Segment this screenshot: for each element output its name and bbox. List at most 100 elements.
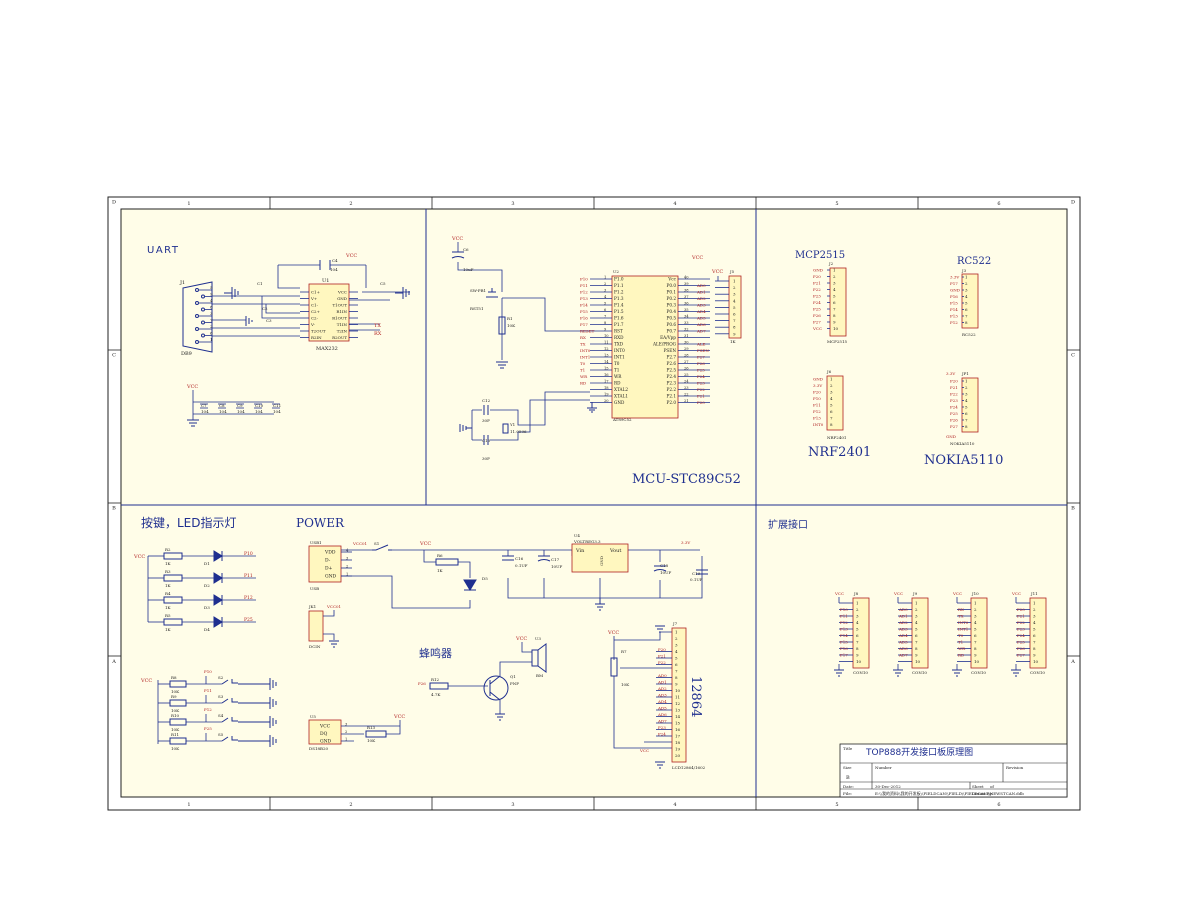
expansion-pin-number: 9 (915, 653, 918, 658)
usb-pin-number: 2 (346, 565, 348, 569)
xtal-value: 11.0596 (510, 429, 527, 434)
mcu-net-label: P15 (580, 309, 588, 314)
header-net-label: P22 (950, 392, 958, 397)
db9-pin (195, 301, 199, 305)
expansion-net-label: AD7 (898, 653, 908, 658)
header-net-label: P21 (950, 385, 958, 390)
lcd-pin-number: 20 (675, 753, 681, 758)
expansion-header-vcc: VCC (1011, 591, 1021, 596)
mcu-pin-name: T0 (614, 361, 620, 366)
header-pin-number: 2 (965, 385, 968, 390)
r6-body (435, 558, 459, 566)
expansion-net-label: P16 (840, 646, 848, 651)
expansion-pin-number: 6 (915, 633, 918, 638)
mcu-pin-name: XTAL2 (614, 387, 628, 392)
rc522-ref: J3 (961, 268, 967, 273)
db9-pin (195, 288, 199, 292)
mcu-net-label: INT1 (580, 355, 590, 360)
led-resistor-value: 1K (165, 583, 172, 588)
expansion-header-ref: J8 (853, 591, 859, 596)
mcu-net-label: TX (580, 342, 586, 347)
header-net-label: P20 (813, 390, 821, 395)
mcu-net-label: P25 (697, 368, 705, 373)
c2-label: C2 (262, 306, 268, 311)
expansion-net-label: P14 (840, 633, 848, 638)
header-net-label: P13 (950, 314, 958, 319)
header-pin-number: 3 (830, 390, 833, 395)
ground-icon (329, 640, 339, 648)
nrf-title: NRF2401 (808, 445, 871, 460)
expansion-headers: J8VCCCON1012P103P114P125P136P147P158P169… (834, 591, 1047, 677)
led-resistor-label: R4 (165, 591, 171, 596)
r12-value: 4.7K (431, 692, 441, 697)
expansion-pin-number: 3 (915, 614, 918, 619)
header-net-label: P12 (950, 320, 958, 325)
c17-value: 10UF (551, 564, 562, 569)
header-pin-number: 8 (830, 422, 833, 427)
expansion-pin-number: 7 (856, 640, 859, 645)
expansion-pin-number: 4 (915, 620, 918, 625)
mcu-pin-number: 31 (684, 334, 689, 338)
push-button-icon (221, 717, 258, 723)
expansion-pin-number: 8 (915, 646, 918, 651)
u1-ref: U1 (322, 278, 329, 284)
header-net-label: P20 (950, 379, 958, 384)
zone-col-label: 6 (997, 802, 1000, 808)
expansion-pin-number: 5 (856, 627, 859, 632)
zone-row-label: D (112, 200, 116, 206)
tb-file: E:\\我的资料\\我的开发板\\FIELDCAN\\FIELD\\FIELDC… (875, 790, 1024, 796)
pullup-resistor-label: R10 (171, 713, 180, 718)
lcd-net-label: AD0 (657, 673, 667, 678)
q1-legs (489, 675, 501, 701)
expansion-pin-number: 6 (856, 633, 859, 638)
expansion-pin-number: 3 (1033, 614, 1036, 619)
lcd-big-label: 12864 (688, 676, 703, 717)
mcu-pin-number: 18 (604, 386, 609, 390)
mcu-pin-number: 32 (684, 328, 689, 332)
header-net-label: P10 (813, 396, 821, 401)
tb-revision-label: Revision (1006, 765, 1024, 770)
expansion-net-label: P24 (1017, 633, 1025, 638)
btn-vcc: VCC (140, 678, 152, 684)
uart-vcc: VCC (345, 253, 357, 259)
j5-value: 1K (730, 339, 737, 344)
header-pin-number: 7 (965, 314, 968, 319)
max232-pin-name: C2- (311, 316, 319, 321)
max232-pin-name: GND (337, 296, 347, 301)
header-pin-number: 9 (833, 320, 836, 325)
lcd-pin-number: 14 (675, 714, 681, 719)
led-diode-label: D2 (204, 583, 210, 588)
lcd-pin-number: 3 (675, 643, 678, 648)
ground-icon (952, 669, 962, 677)
db9-pin-number: 9 (210, 292, 213, 297)
expansion-pin-number: 2 (915, 607, 918, 612)
ds18-body (308, 719, 342, 745)
expansion-pin-number: 8 (856, 646, 859, 651)
header-net-label: P20 (813, 274, 821, 279)
bypass-cap-label: C10 (255, 403, 264, 408)
db9-pin-number: 6 (210, 331, 213, 336)
nokia-ref: JP1 (961, 371, 969, 376)
header-net-label: P17 (950, 281, 958, 286)
max232-pin-name: T2OUT (311, 329, 326, 334)
mcu-net-label: RESET (580, 329, 595, 334)
db9-pin-number: 8 (210, 305, 213, 310)
c13-label: C13 (482, 438, 491, 443)
expansion-net-label: T0 (958, 633, 964, 638)
mcu-chip-label: AT89C52 (612, 417, 632, 422)
mcp-foot: MCP2515 (827, 339, 847, 344)
expansion-pin-number: 1 (1033, 601, 1036, 606)
r7-pot (610, 657, 618, 677)
bypass-cap-value: 104 (255, 409, 263, 414)
expansion-pin-number: 1 (856, 601, 859, 606)
expansion-net-label: P25 (1017, 640, 1025, 645)
expansion-pin-number: 8 (974, 646, 977, 651)
mcu-pin-number: 1 (604, 276, 606, 280)
ground-icon (587, 402, 597, 413)
db9-pin (195, 340, 199, 344)
button-net-label: P10 (204, 669, 212, 674)
s1-label: S1 (374, 541, 379, 546)
